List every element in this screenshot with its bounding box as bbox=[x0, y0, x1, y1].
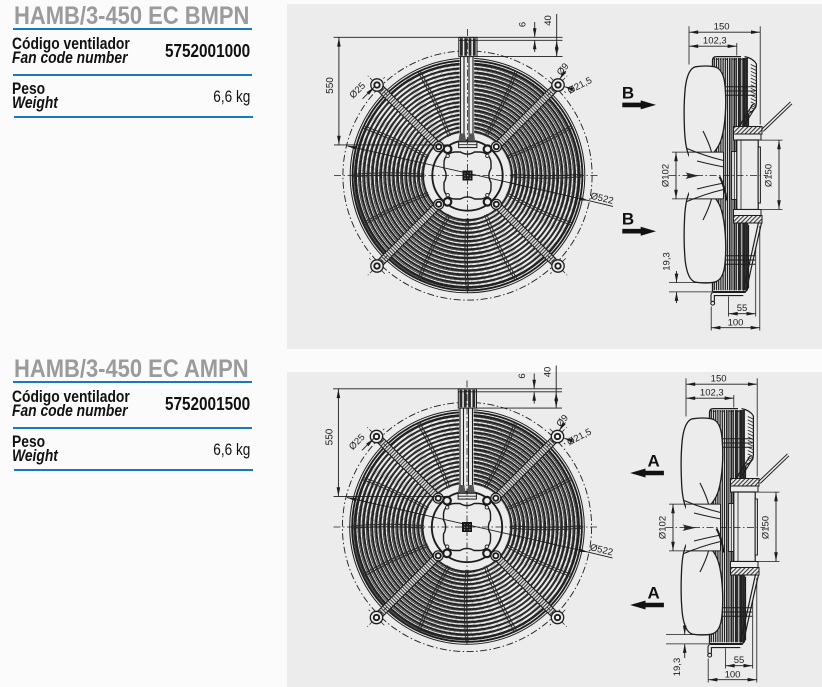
svg-text:Ø102: Ø102 bbox=[661, 164, 672, 187]
svg-text:150: 150 bbox=[711, 374, 727, 385]
svg-text:A: A bbox=[648, 452, 660, 471]
svg-text:Ø102: Ø102 bbox=[658, 516, 669, 539]
svg-text:100: 100 bbox=[725, 669, 741, 680]
svg-text:19,3: 19,3 bbox=[672, 658, 683, 677]
svg-text:19,3: 19,3 bbox=[661, 252, 672, 271]
svg-text:102,3: 102,3 bbox=[703, 36, 727, 47]
svg-text:100: 100 bbox=[728, 317, 744, 328]
svg-text:150: 150 bbox=[714, 22, 730, 33]
svg-text:B: B bbox=[622, 210, 634, 229]
svg-text:Ø150: Ø150 bbox=[761, 516, 772, 539]
svg-text:55: 55 bbox=[734, 655, 745, 666]
svg-text:Ø150: Ø150 bbox=[764, 164, 775, 187]
svg-text:A: A bbox=[648, 583, 660, 602]
svg-text:B: B bbox=[622, 83, 634, 102]
svg-text:102,3: 102,3 bbox=[700, 388, 724, 399]
svg-text:55: 55 bbox=[737, 303, 748, 314]
